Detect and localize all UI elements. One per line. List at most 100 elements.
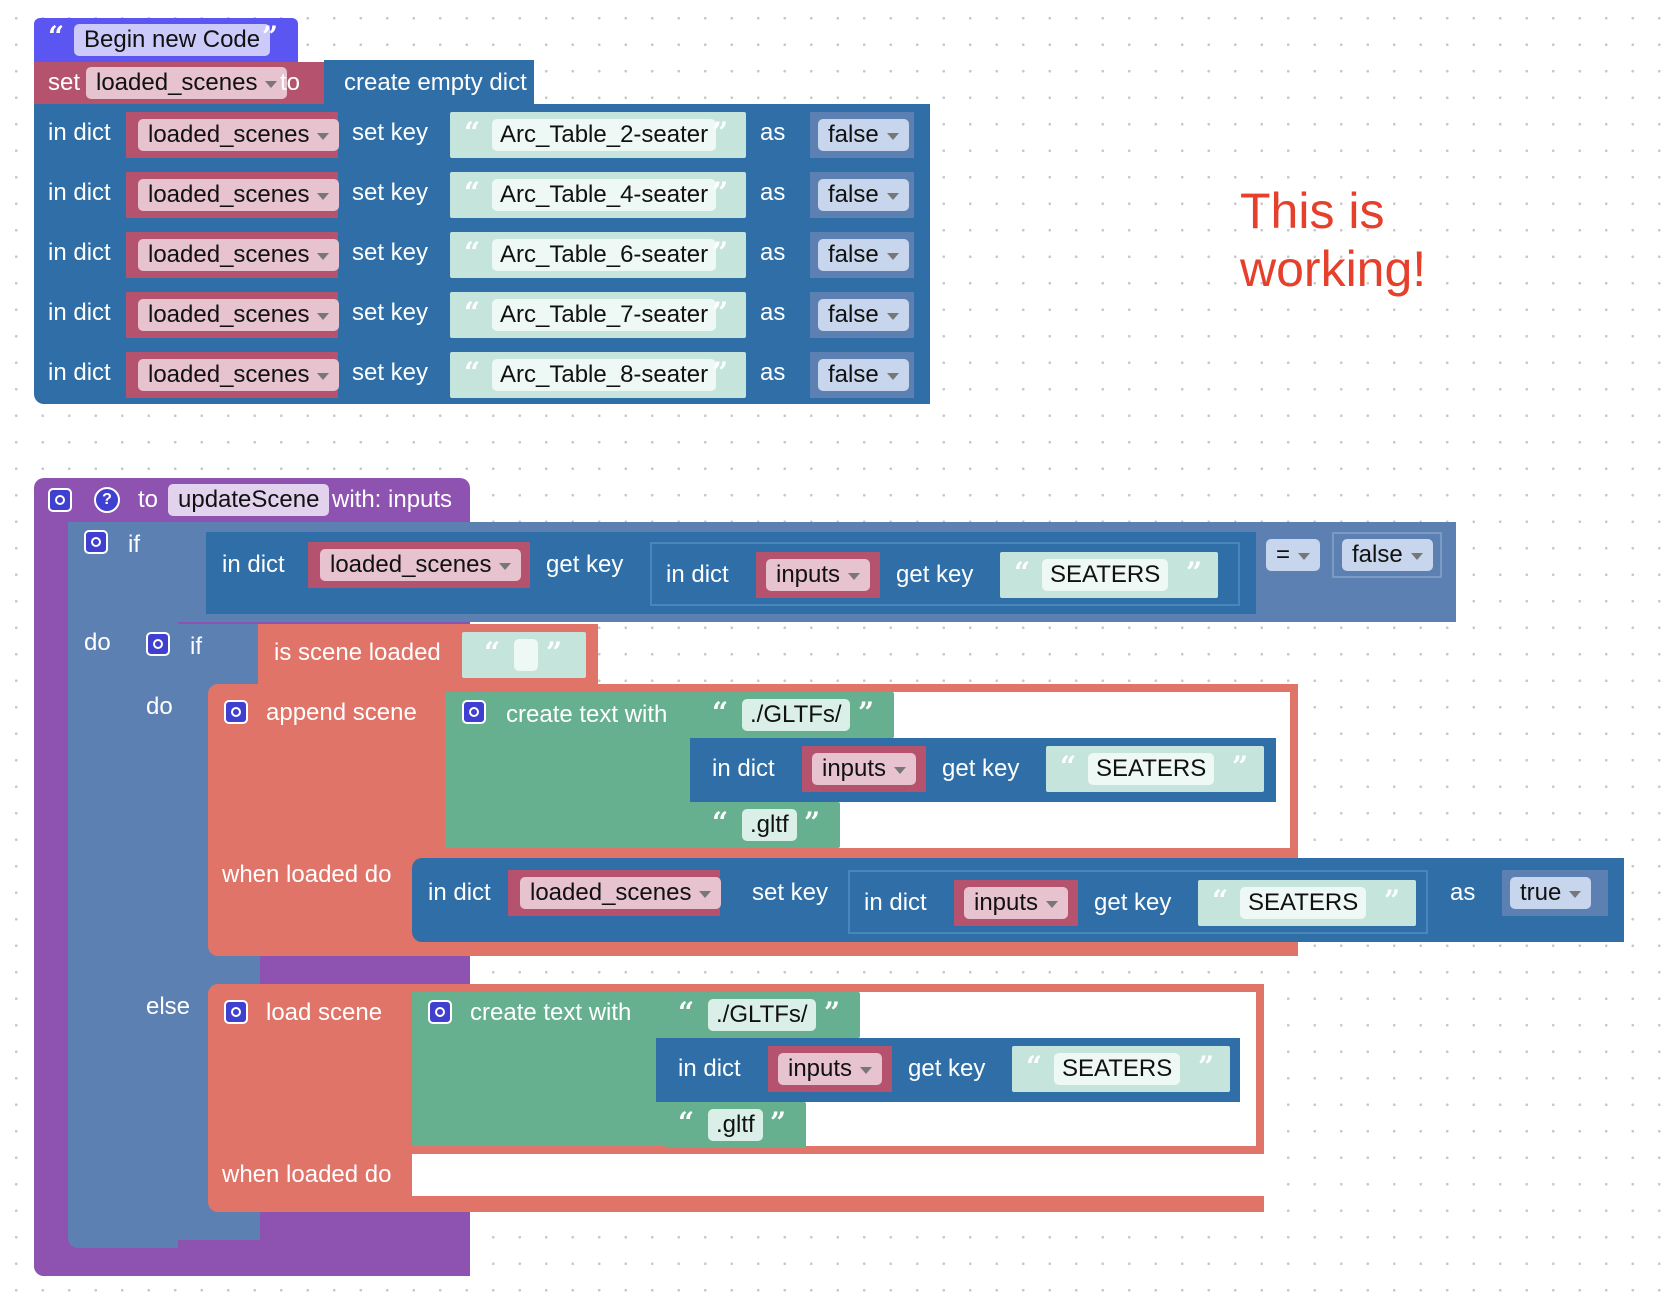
ext-text[interactable]: .gltf (708, 1109, 763, 1141)
string-block[interactable]: “Arc_Table_7-seater” (450, 292, 746, 338)
bool-block[interactable]: false (1332, 532, 1442, 578)
dict-var-block[interactable]: inputs (802, 746, 926, 792)
string-block[interactable]: “SEATERS” (1000, 552, 1218, 598)
gear-icon[interactable] (224, 700, 248, 724)
string-block[interactable]: “./GLTFs/” (666, 992, 860, 1038)
set-key-label: set key (352, 299, 429, 326)
bool-block[interactable]: false (810, 352, 914, 398)
bool-dropdown[interactable]: false (818, 359, 909, 391)
dict-var-block[interactable]: loaded_scenes (126, 112, 340, 158)
dict-var-block[interactable]: loaded_scenes (508, 870, 722, 916)
dict-var-dropdown[interactable]: loaded_scenes (138, 179, 340, 211)
create-empty-dict-block[interactable]: create empty dict (324, 60, 534, 104)
gear-icon[interactable] (146, 632, 170, 656)
dict-set-row[interactable]: in dict loaded_scenes set key “Arc_Table… (34, 284, 930, 344)
bool-dropdown[interactable]: false (818, 299, 909, 331)
dict-set-row[interactable]: in dict loaded_scenes set key “Arc_Table… (34, 104, 930, 164)
dict-set-row[interactable]: in dict loaded_scenes set key “Arc_Table… (34, 164, 930, 224)
dict-set-row[interactable]: in dict loaded_scenes set key “Arc_Table… (34, 344, 930, 404)
dict-var-dropdown[interactable]: inputs (778, 1053, 883, 1085)
gear-icon[interactable] (84, 530, 108, 554)
key-text[interactable]: Arc_Table_2-seater (492, 119, 717, 151)
string-block[interactable]: “SEATERS” (1046, 746, 1264, 792)
dict-var-dropdown[interactable]: loaded_scenes (138, 359, 340, 391)
dict-set-block[interactable]: in dict loaded_scenes set key in dict in… (412, 858, 1624, 942)
string-block[interactable]: “Arc_Table_4-seater” (450, 172, 746, 218)
string-block[interactable]: “SEATERS” (1012, 1046, 1230, 1092)
bool-block[interactable]: false (810, 292, 914, 338)
dict-get-block[interactable]: in dict inputs get key “SEATERS” (650, 542, 1240, 606)
string-block[interactable]: “./GLTFs/” (700, 692, 894, 738)
bool-block[interactable]: true (1502, 870, 1608, 916)
gear-icon[interactable] (462, 700, 486, 724)
dict-var-block[interactable]: loaded_scenes (126, 352, 340, 398)
ext-text[interactable]: .gltf (742, 809, 797, 841)
dict-get-block[interactable]: in dict inputs get key “SEATERS” (690, 738, 1276, 802)
gear-icon[interactable] (48, 488, 72, 512)
key-text[interactable]: Arc_Table_7-seater (492, 299, 717, 331)
bool-dropdown[interactable]: false (818, 239, 909, 271)
string-block[interactable]: “” (462, 632, 586, 678)
dict-var-dropdown[interactable]: loaded_scenes (138, 119, 340, 151)
dict-var-dropdown[interactable]: inputs (766, 559, 871, 591)
dict-var-block[interactable]: loaded_scenes (308, 542, 530, 588)
key-text[interactable]: SEATERS (1054, 1053, 1181, 1085)
bool-dropdown[interactable]: false (818, 179, 909, 211)
create-text-block[interactable] (412, 992, 678, 1146)
string-block[interactable]: “Arc_Table_8-seater” (450, 352, 746, 398)
key-text[interactable]: Arc_Table_4-seater (492, 179, 717, 211)
empty-string[interactable] (514, 639, 538, 671)
when-loaded-label: when loaded do (222, 861, 392, 888)
open-quote-icon: “ (48, 20, 65, 53)
dict-var-block[interactable]: inputs (768, 1046, 892, 1092)
dict-var-dropdown[interactable]: loaded_scenes (138, 239, 340, 271)
bool-block[interactable]: false (810, 232, 914, 278)
dict-var-dropdown[interactable]: inputs (812, 753, 917, 785)
help-icon[interactable]: ? (94, 487, 120, 513)
dict-var-dropdown[interactable]: loaded_scenes (138, 299, 340, 331)
dict-get-block[interactable]: in dict inputs get key “SEATERS” (656, 1038, 1240, 1102)
bool-block[interactable]: false (810, 172, 914, 218)
gear-icon[interactable] (224, 1000, 248, 1024)
close-quote-icon: ” (546, 636, 563, 669)
dict-set-row[interactable]: in dict loaded_scenes set key “Arc_Table… (34, 224, 930, 284)
key-text[interactable]: SEATERS (1042, 559, 1169, 591)
dict-var-block[interactable]: inputs (954, 880, 1078, 926)
comment-text[interactable]: Begin new Code (74, 24, 271, 56)
bool-dropdown[interactable]: false (818, 119, 909, 151)
string-block[interactable]: “SEATERS” (1198, 880, 1416, 926)
comment-block[interactable]: “ Begin new Code ” (34, 18, 298, 62)
key-text[interactable]: SEATERS (1088, 753, 1215, 785)
compare-op-block[interactable]: = (1262, 532, 1322, 578)
variable-dropdown[interactable]: loaded_scenes (86, 67, 288, 99)
to-label: to (280, 69, 301, 96)
dict-var-block[interactable]: loaded_scenes (126, 172, 340, 218)
bool-block[interactable]: false (810, 112, 914, 158)
key-text[interactable]: Arc_Table_6-seater (492, 239, 717, 271)
dict-var-dropdown[interactable]: loaded_scenes (520, 877, 722, 909)
set-variable-block[interactable]: set loaded_scenes to (34, 62, 324, 104)
gear-icon[interactable] (428, 1000, 452, 1024)
is-scene-loaded-block[interactable]: is scene loaded “” (258, 624, 598, 684)
bool-dropdown[interactable]: true (1510, 877, 1592, 909)
in-dict-label: in dict (222, 551, 285, 578)
path-text[interactable]: ./GLTFs/ (742, 699, 850, 731)
dict-var-block[interactable]: inputs (756, 552, 880, 598)
create-text-block[interactable] (446, 692, 712, 848)
dict-var-block[interactable]: loaded_scenes (126, 232, 340, 278)
string-block[interactable]: “.gltf” (666, 1102, 806, 1148)
path-text[interactable]: ./GLTFs/ (708, 999, 816, 1031)
compare-op-dropdown[interactable]: = (1266, 539, 1321, 571)
key-text[interactable]: SEATERS (1240, 887, 1367, 919)
bool-dropdown[interactable]: false (1342, 539, 1433, 571)
dict-get-block[interactable]: in dict inputs get key “SEATERS” (848, 870, 1428, 934)
string-block[interactable]: “Arc_Table_2-seater” (450, 112, 746, 158)
dict-get-block[interactable]: in dict loaded_scenes get key in dict in… (206, 532, 1256, 614)
procedure-name[interactable]: updateScene (168, 484, 330, 516)
dict-var-dropdown[interactable]: inputs (964, 887, 1069, 919)
dict-var-dropdown[interactable]: loaded_scenes (320, 549, 522, 581)
dict-var-block[interactable]: loaded_scenes (126, 292, 340, 338)
string-block[interactable]: “Arc_Table_6-seater” (450, 232, 746, 278)
string-block[interactable]: “.gltf” (700, 802, 840, 848)
key-text[interactable]: Arc_Table_8-seater (492, 359, 717, 391)
